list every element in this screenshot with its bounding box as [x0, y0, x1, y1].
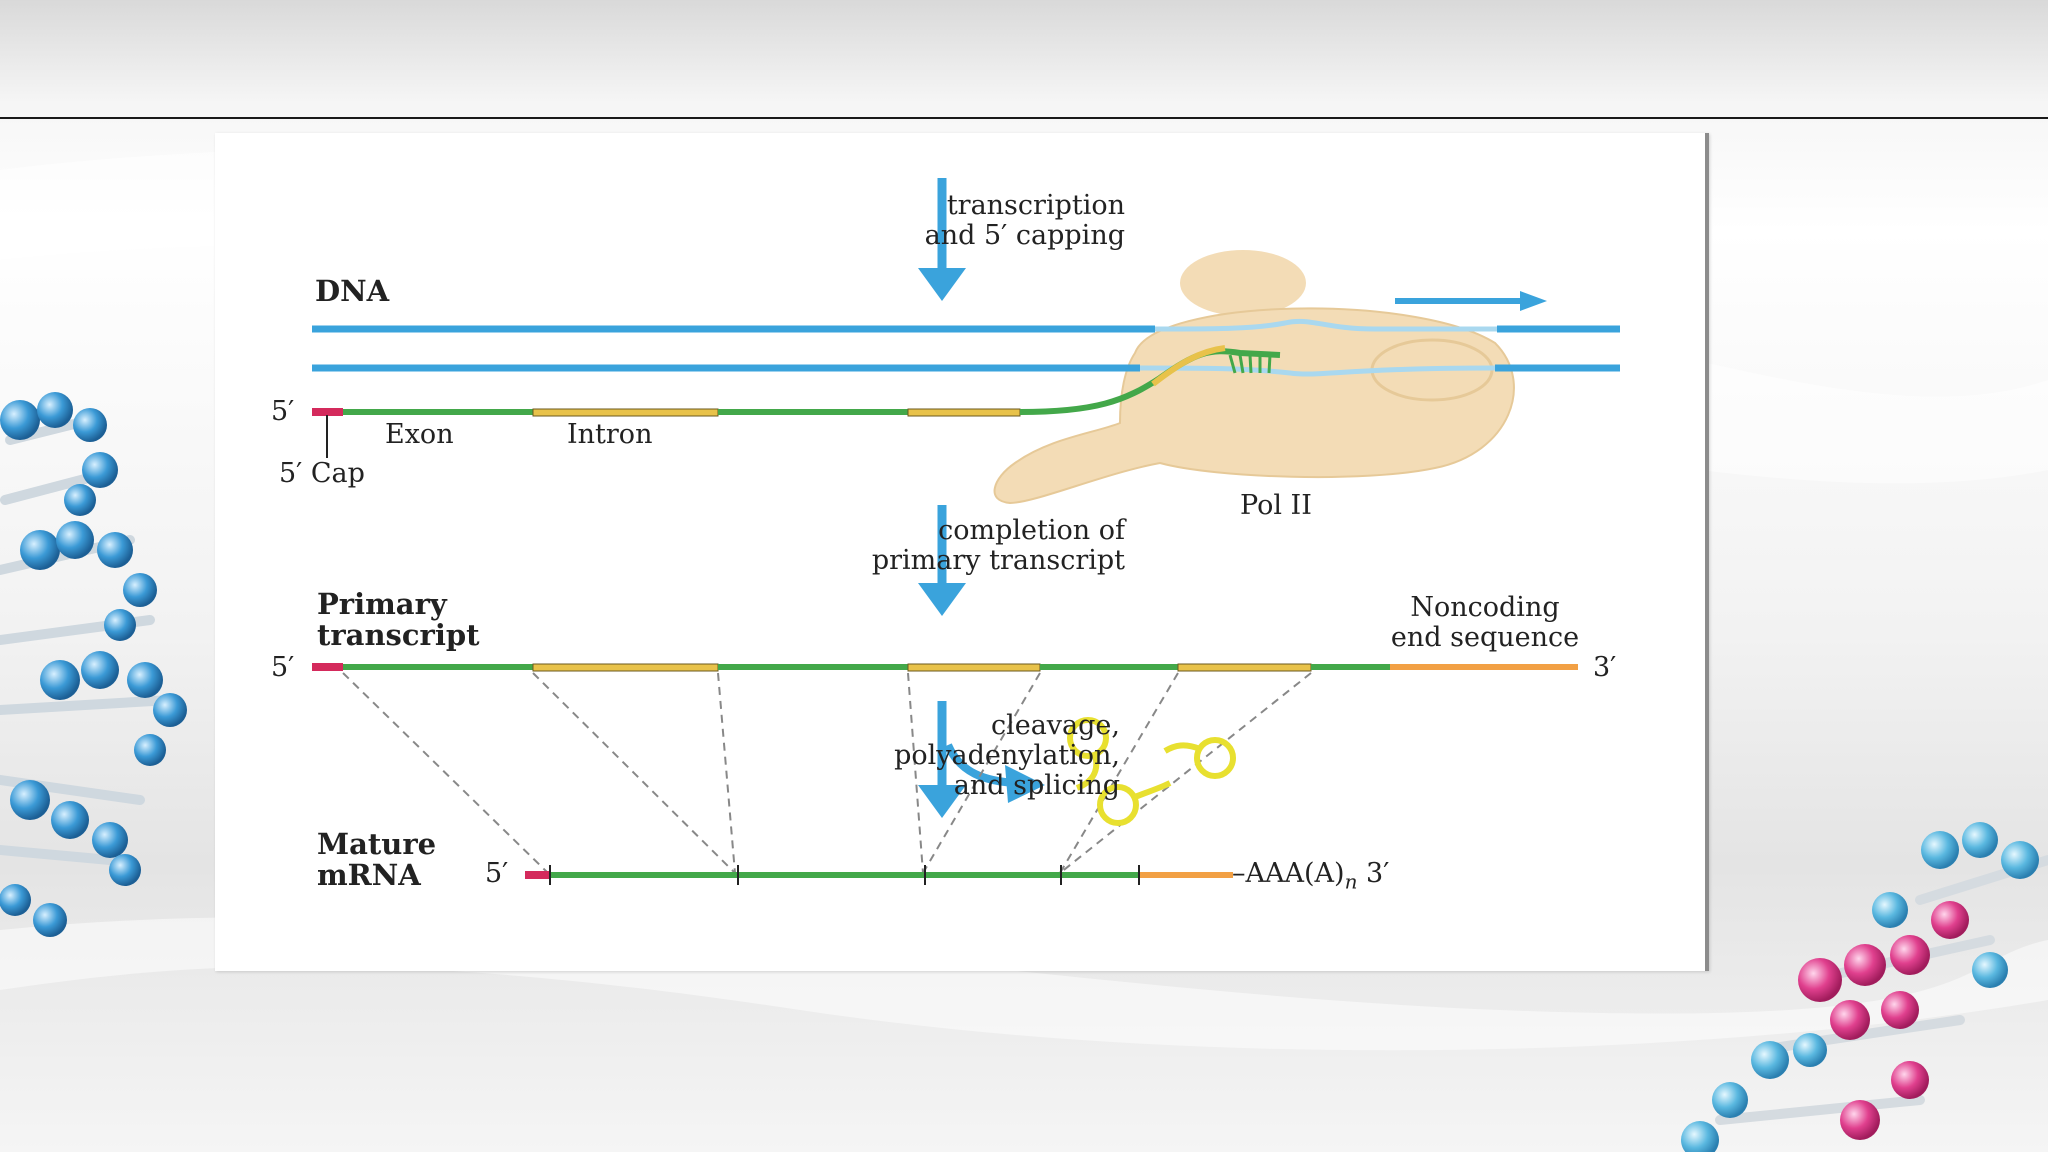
- lariat-icon: [1067, 717, 1109, 759]
- transcription-step-label: transcription and 5′ capping: [775, 191, 1125, 251]
- pol-ii-label: Pol II: [1240, 490, 1312, 521]
- label-line: transcript: [317, 618, 480, 652]
- step-label-line: transcription: [946, 190, 1125, 221]
- pol-ii-enzyme: [993, 250, 1515, 505]
- primary-five-prime-label: 5′: [271, 652, 295, 683]
- noncoding-end-sequence-label: Noncoding end sequence: [1360, 593, 1610, 653]
- step-label-line: primary transcript: [871, 545, 1125, 576]
- five-prime-label: 5′: [271, 396, 295, 427]
- header-divider: [0, 117, 2048, 119]
- poly-a-tail-label: –AAA(A)n 3′: [1232, 859, 1389, 896]
- mature-mrna: [525, 865, 1233, 885]
- mature-five-prime-label: 5′: [485, 858, 509, 889]
- label-line: mRNA: [317, 858, 421, 892]
- label-line: Primary: [317, 587, 447, 621]
- mature-mrna-label: Mature mRNA: [317, 829, 436, 891]
- lariat-icon: [1097, 784, 1139, 826]
- exon-label: Exon: [385, 419, 454, 450]
- diagram-panel: transcription and 5′ capping DNA 5′ Exon…: [215, 133, 1709, 971]
- completion-step-label: completion of primary transcript: [730, 516, 1125, 576]
- step-label-line: cleavage,: [990, 710, 1120, 741]
- down-arrow-icon: [918, 583, 966, 616]
- dna-strands: [312, 291, 1620, 377]
- step-arrows: [918, 178, 1045, 818]
- primary-transcript: [312, 663, 1578, 672]
- label-line: Mature: [317, 827, 437, 861]
- direction-arrow-icon: [1520, 291, 1547, 311]
- dna-helix-left-decoration: [0, 392, 187, 937]
- poly-a-subscript: n: [1344, 869, 1358, 894]
- primary-three-prime-label: 3′: [1593, 652, 1617, 683]
- transcription-diagram: [312, 178, 1620, 885]
- step-label-line: polyadenylation,: [894, 740, 1120, 771]
- processing-step-label: cleavage, polyadenylation, and splicing: [775, 711, 1120, 801]
- dna-label: DNA: [315, 274, 390, 308]
- excised-introns: [1067, 717, 1236, 826]
- label-line: end sequence: [1390, 622, 1580, 653]
- mature-three-prime-label: 3′: [1366, 858, 1390, 889]
- dna-helix-right-decoration: [1681, 822, 2048, 1152]
- intron-label: Intron: [567, 419, 653, 450]
- label-line: Noncoding: [1410, 592, 1560, 623]
- primary-transcript-label: Primary transcript: [317, 589, 480, 651]
- down-arrow-icon: [918, 785, 966, 818]
- splice-guides: [342, 672, 1312, 874]
- curved-arrow-icon: [1005, 765, 1045, 803]
- five-prime-cap-label: 5′ Cap: [279, 458, 365, 489]
- step-label-line: and splicing: [953, 770, 1120, 801]
- step-label-line: completion of: [938, 515, 1125, 546]
- down-arrow-icon: [918, 268, 966, 301]
- step-label-line: and 5′ capping: [924, 220, 1125, 251]
- nascent-transcript: [312, 345, 1281, 458]
- poly-a-text: –AAA(A): [1232, 858, 1345, 889]
- lariat-icon: [1194, 737, 1236, 779]
